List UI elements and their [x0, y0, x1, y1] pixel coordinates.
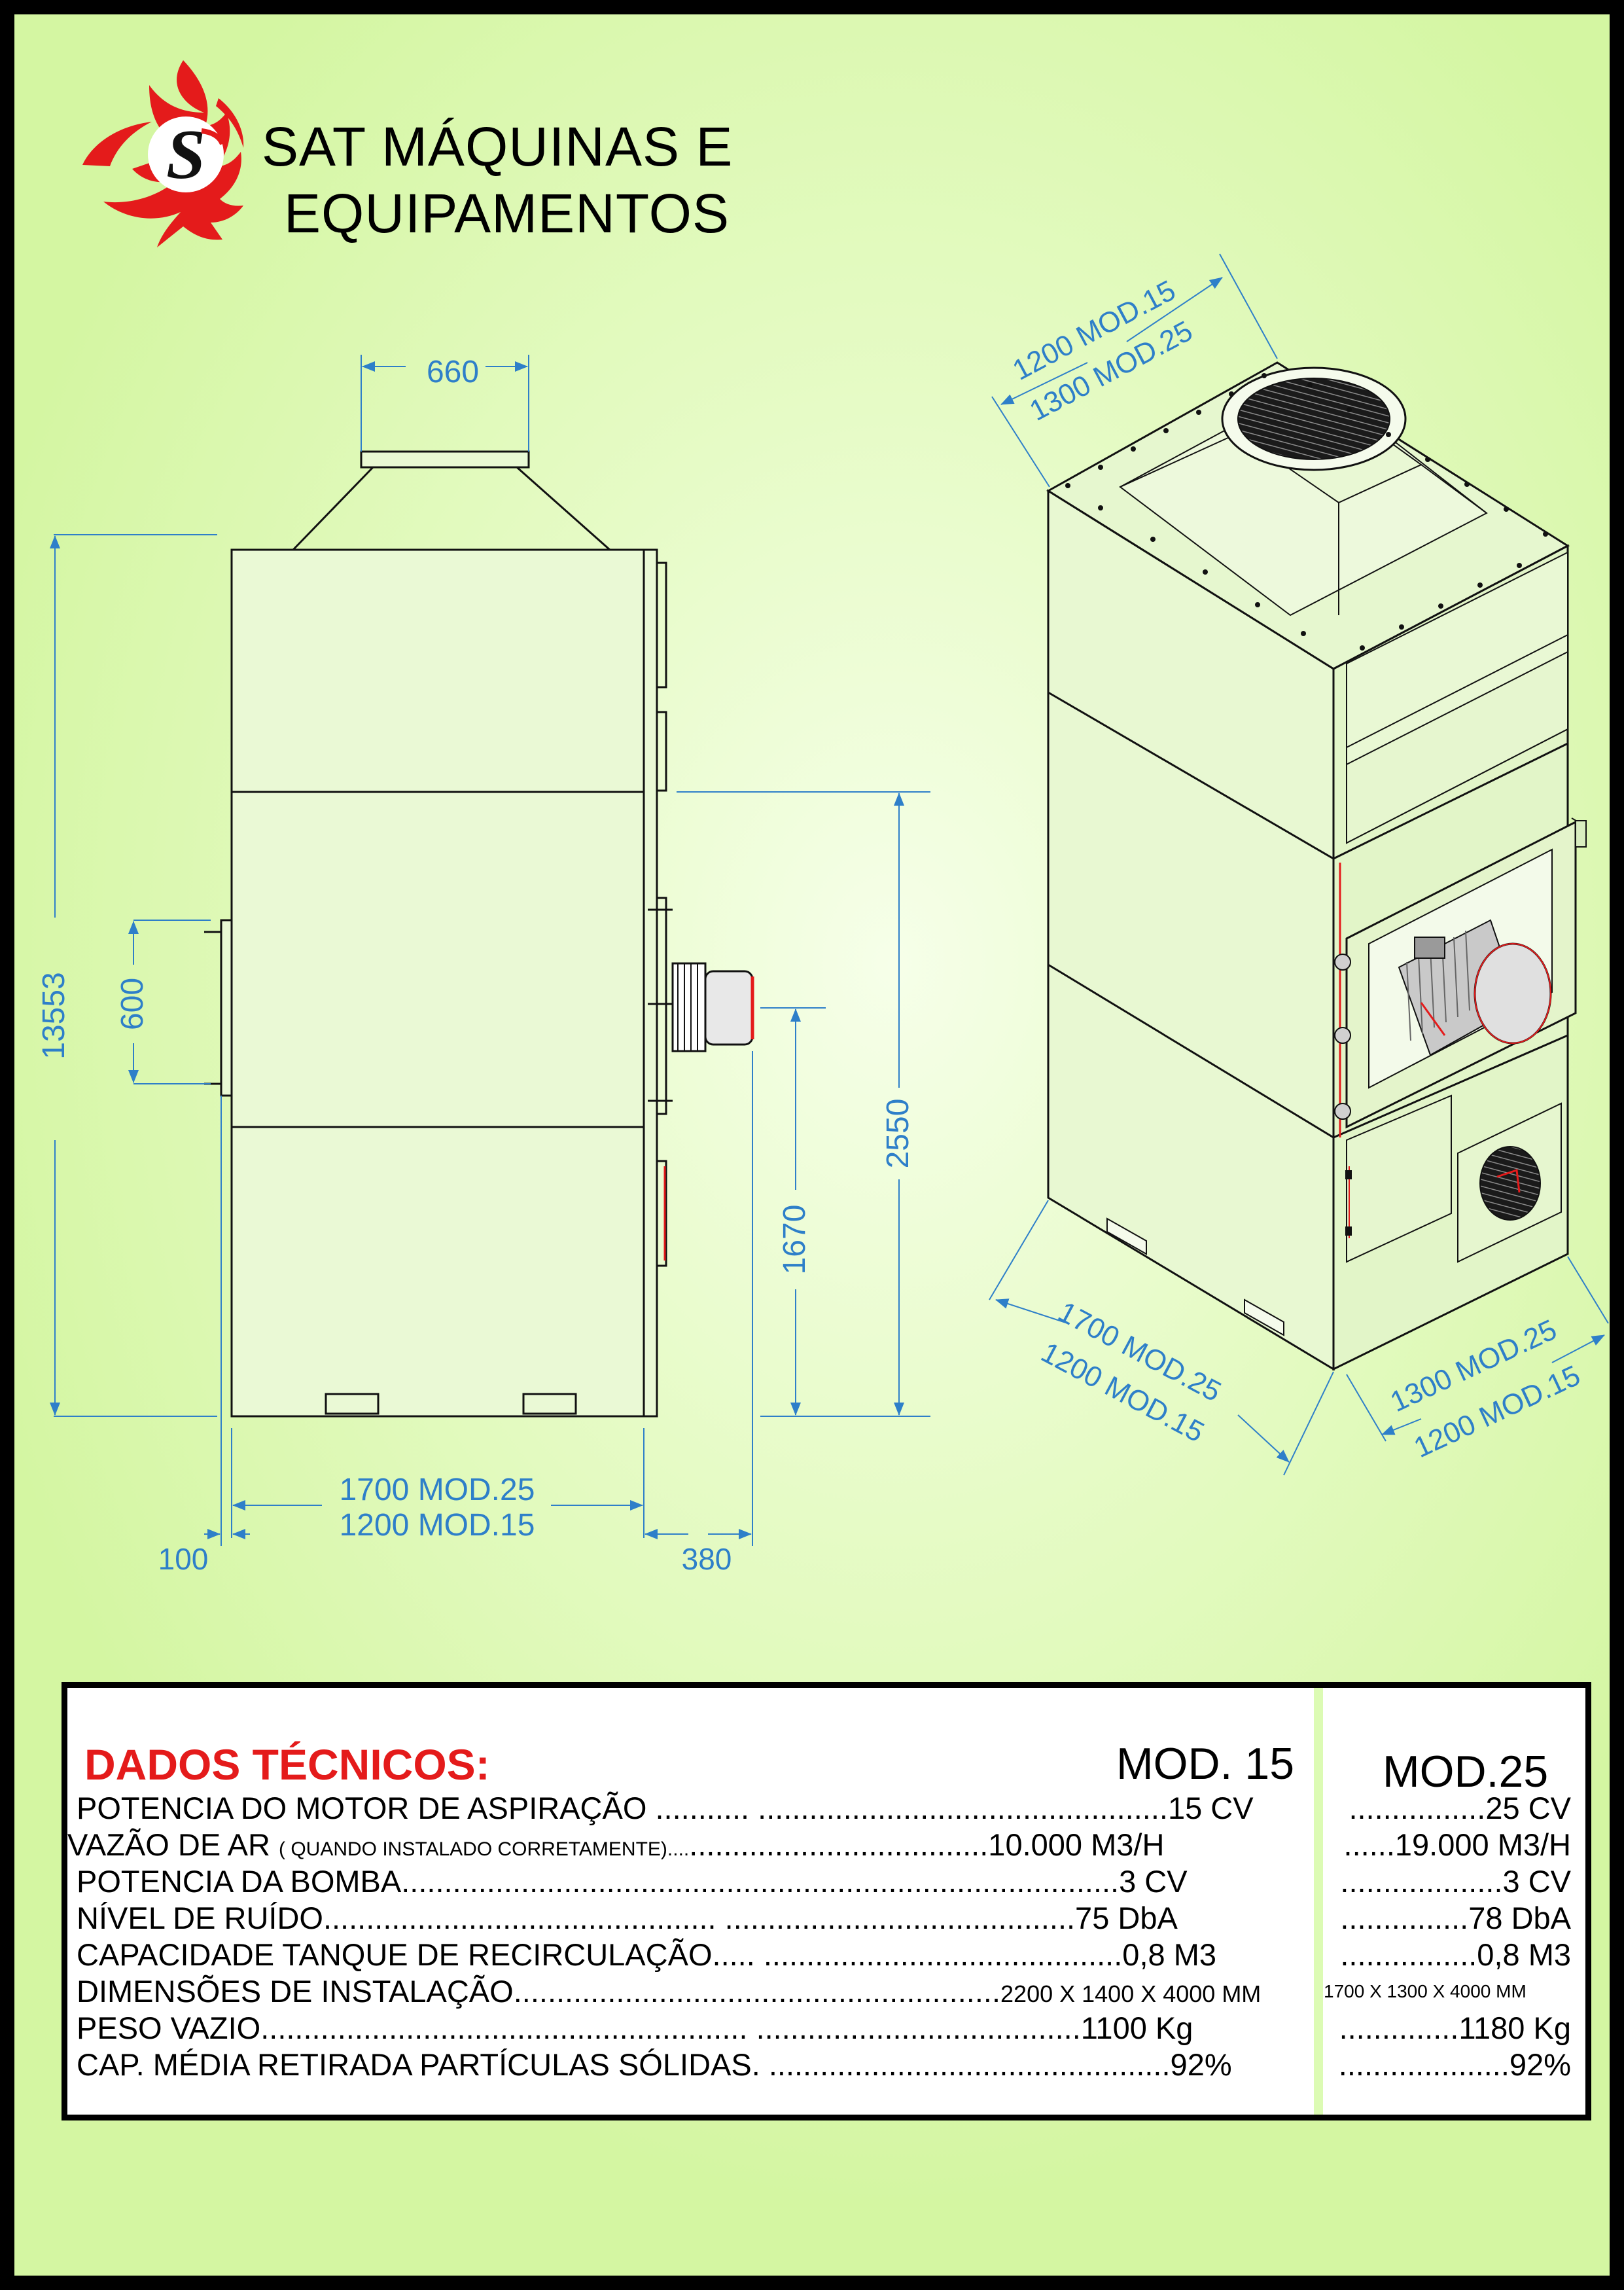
dim-motor-offset: 380	[682, 1542, 732, 1576]
side-view-dimensions	[50, 355, 930, 1546]
spec-value-mod25: ..............1180 Kg	[1339, 2011, 1571, 2045]
spec-label: DIMENSÕES DE INSTALAÇÃO.................…	[77, 1974, 1001, 2009]
spec-label: POTENCIA DA BOMBA.......................…	[77, 1864, 1188, 1899]
spec-label: NÍVEL DE RUÍDO..........................…	[77, 1901, 1178, 1935]
company-name-line2: EQUIPAMENTOS	[284, 183, 730, 244]
dim-total-height: 13553	[37, 972, 71, 1059]
spec-value-mod25: ................0,8 M3	[1340, 1937, 1571, 1972]
datasheet-title: DADOS TÉCNICOS:	[84, 1740, 490, 1789]
spec-label: PESO VAZIO..............................…	[77, 2011, 1193, 2045]
dim-base-width-line1: 1700 MOD.25	[340, 1473, 535, 1507]
dim-top-duct-width: 660	[427, 355, 479, 389]
technical-drawing: S	[37, 60, 1609, 1576]
spec-note: ( QUANDO INSTALADO CORRETAMENTE)....	[279, 1838, 690, 1860]
dim-left-offset: 100	[158, 1542, 209, 1576]
isometric-dimensions	[989, 253, 1609, 1476]
spec-label-end: ...................................10.00…	[689, 1827, 1165, 1862]
model25-header: MOD.25	[1383, 1747, 1549, 1797]
spec-label: POTENCIA DO MOTOR DE ASPIRAÇÃO .........…	[77, 1791, 1254, 1825]
spec-value-mod25: ................25 CV	[1349, 1791, 1571, 1825]
logo-swoosh-right	[216, 98, 244, 148]
spec-value-mod25: 1700 X 1300 X 4000 MM	[1324, 1981, 1527, 2001]
spec-label: CAPACIDADE TANQUE DE RECIRCULAÇÃO..... .…	[77, 1937, 1216, 1972]
spec-value-mod25: ....................92%	[1338, 2047, 1571, 2082]
company-logo: S	[82, 60, 244, 247]
drawing-sheet: S	[14, 14, 1610, 2276]
isometric-view	[1046, 361, 1587, 1371]
side-view-dimension-labels: 660 13553 600 2550 1670 1700 MOD.25 1200…	[37, 355, 915, 1576]
technical-data-table: DADOS TÉCNICOS: MOD. 15 MOD.25 POTENCIA …	[62, 1682, 1591, 2120]
side-elevation-view	[204, 450, 754, 1418]
dim-motor-height: 1670	[777, 1205, 812, 1275]
isometric-motor	[1398, 919, 1552, 1056]
model15-header: MOD. 15	[1116, 1739, 1295, 1789]
logo-swoosh	[82, 122, 152, 166]
spec-label: VAZÃO DE AR	[67, 1827, 279, 1862]
spec-value-mod25: ...................3 CV	[1340, 1864, 1571, 1899]
spec-label: CAP. MÉDIA RETIRADA PARTÍCULAS SÓLIDAS. …	[77, 2047, 1232, 2082]
company-name-line1: SAT MÁQUINAS E	[262, 116, 733, 177]
dim-base-width-line2: 1200 MOD.15	[340, 1508, 535, 1543]
spec-value-mod25: ...............78 DbA	[1340, 1901, 1571, 1935]
logo-letter: S	[166, 116, 205, 194]
logo-flame-shape	[103, 60, 243, 247]
spec-value-mod15: 2200 X 1400 X 4000 MM	[1000, 1980, 1262, 2007]
spec-value-mod25: ......19.000 M3/H	[1343, 1827, 1571, 1862]
column-divider	[1314, 1688, 1323, 2115]
dim-lower-height: 2550	[881, 1099, 915, 1169]
dim-inlet-height: 600	[115, 978, 150, 1030]
